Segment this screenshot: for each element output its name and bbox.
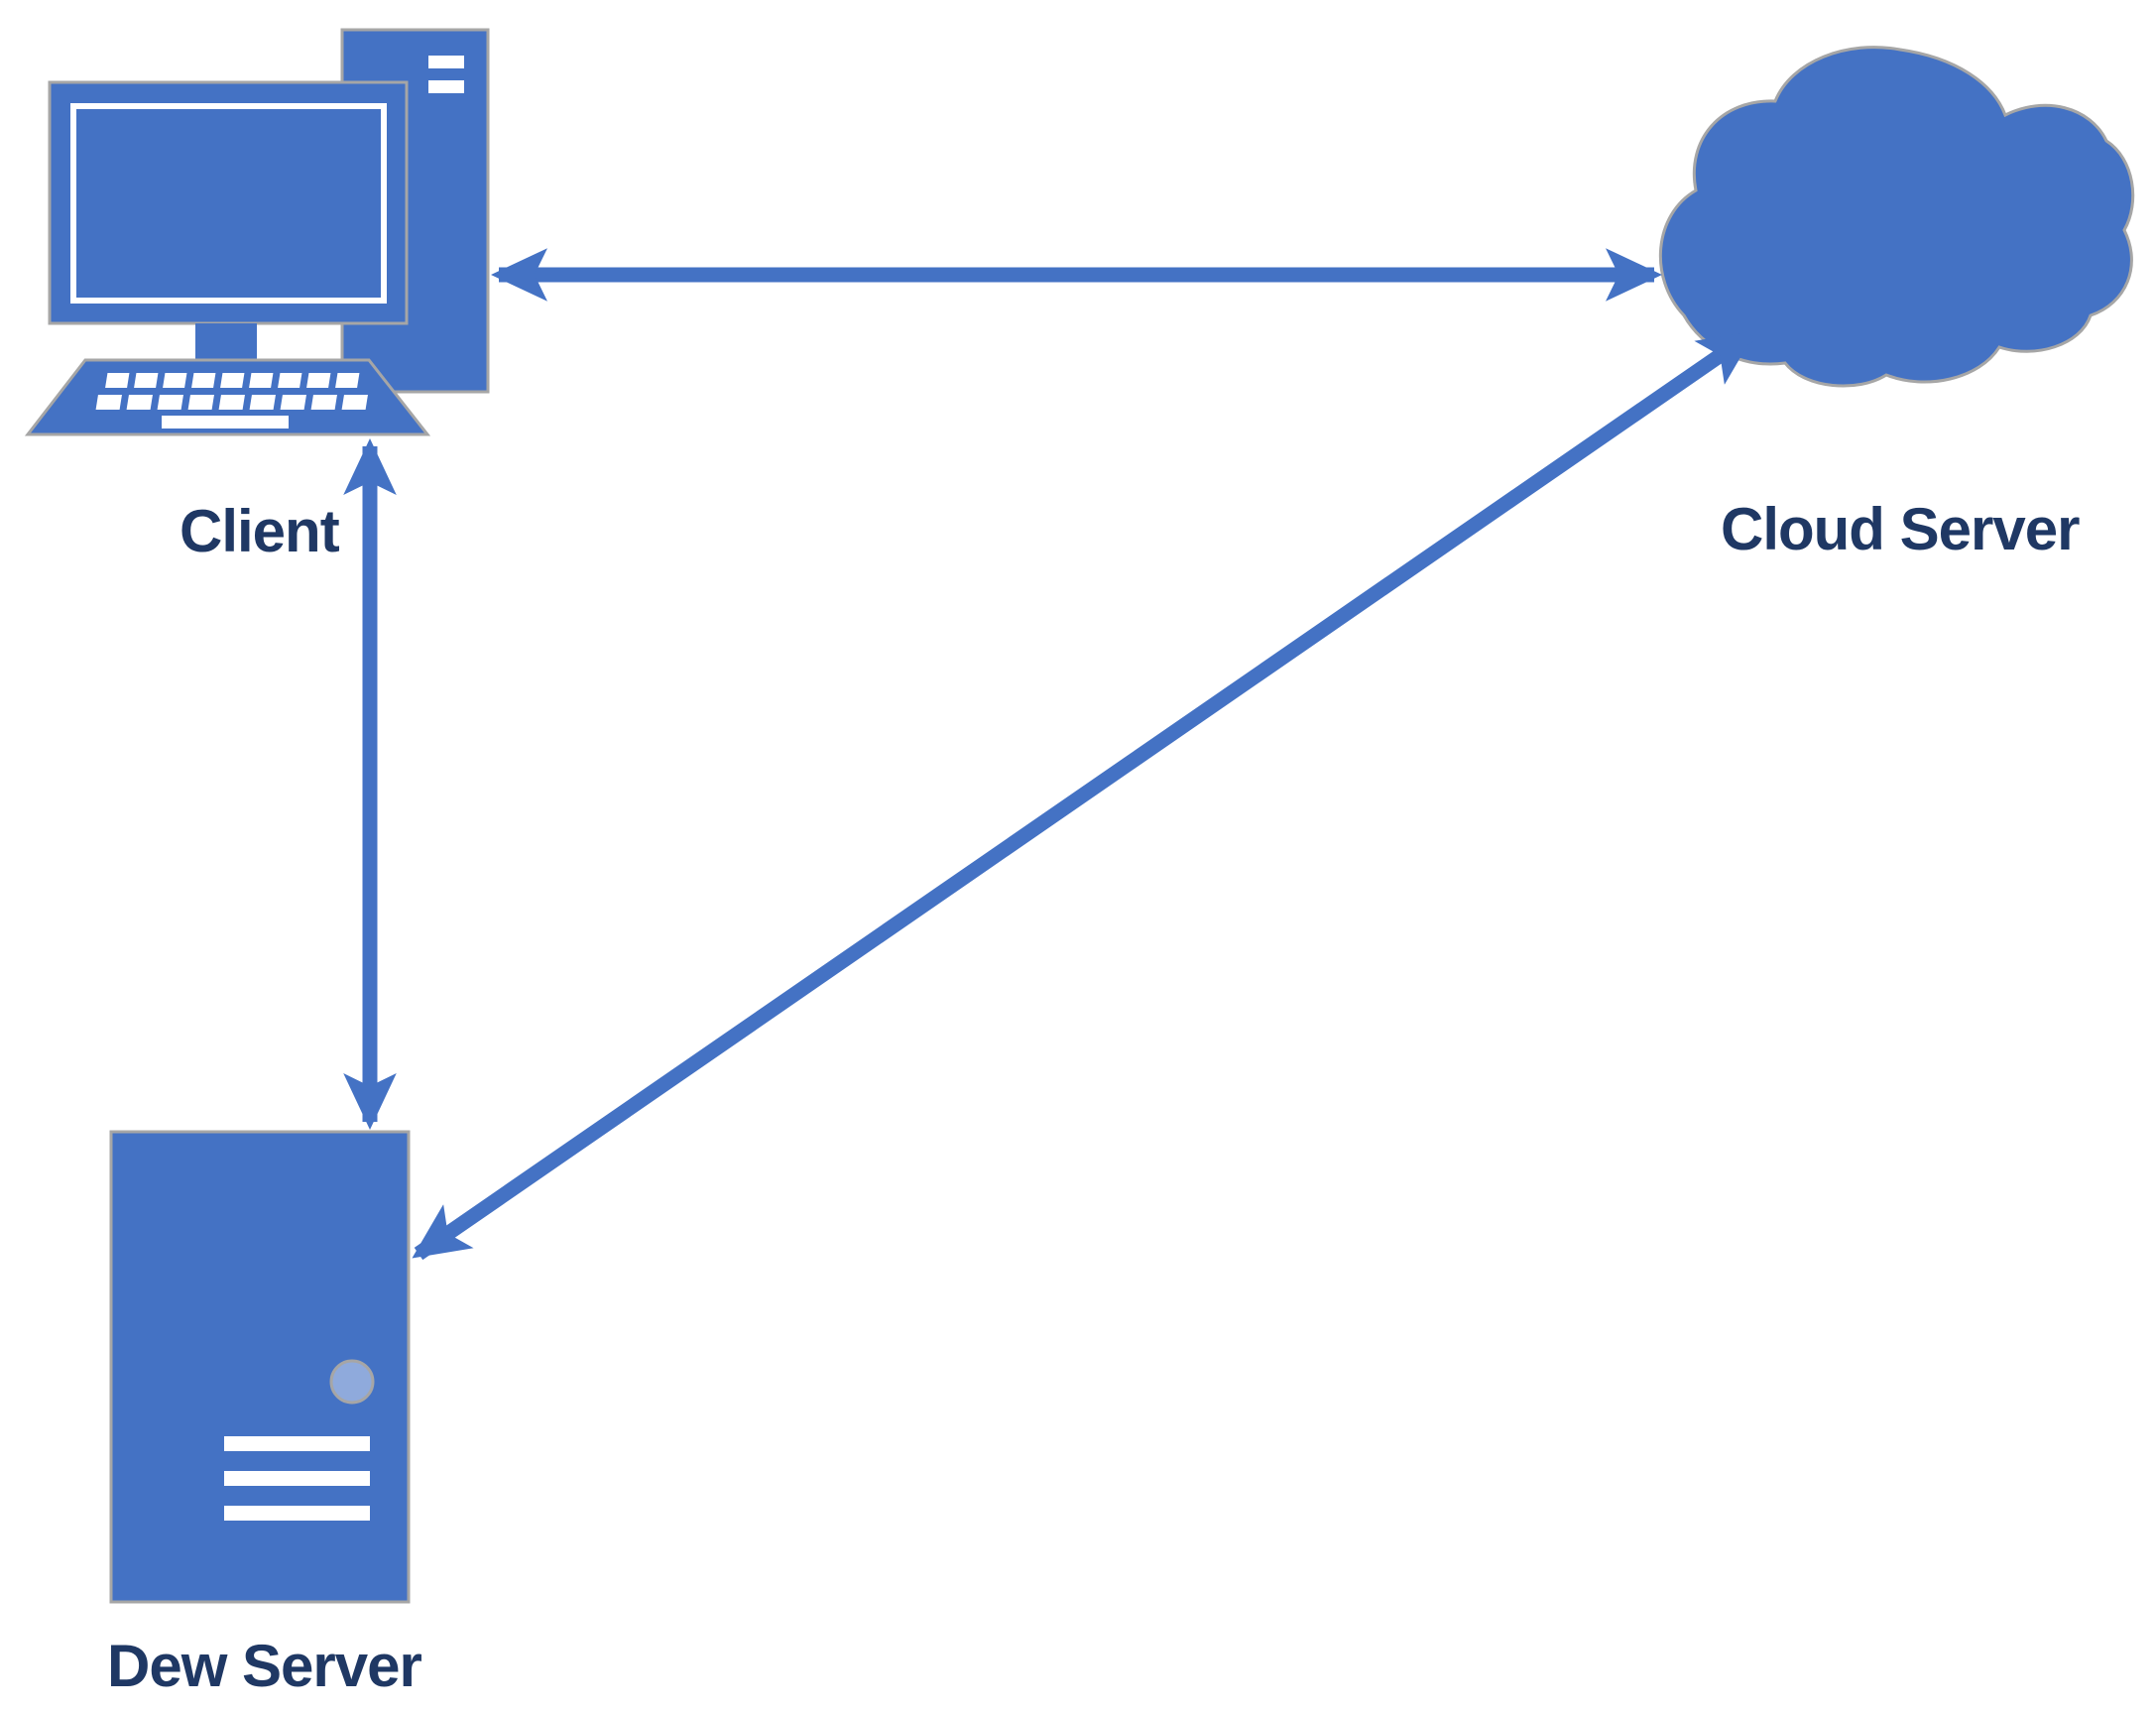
client-label: Client: [180, 498, 340, 564]
server-power-button-icon: [329, 1359, 375, 1405]
cloud-icon: [1658, 46, 2135, 388]
dew-server-node-icon: [109, 1130, 411, 1604]
cloud-server-label: Cloud Server: [1721, 496, 2080, 562]
client-node-icon: [24, 28, 490, 436]
dew-server-label: Dew Server: [107, 1633, 422, 1699]
cloud-server-node-icon: [1658, 46, 2135, 388]
client-keyboard-icon: [24, 358, 431, 436]
server-vents-icon: [224, 1436, 370, 1521]
client-monitor-icon: [48, 80, 409, 363]
connection-dew-cloud: [412, 328, 1756, 1261]
